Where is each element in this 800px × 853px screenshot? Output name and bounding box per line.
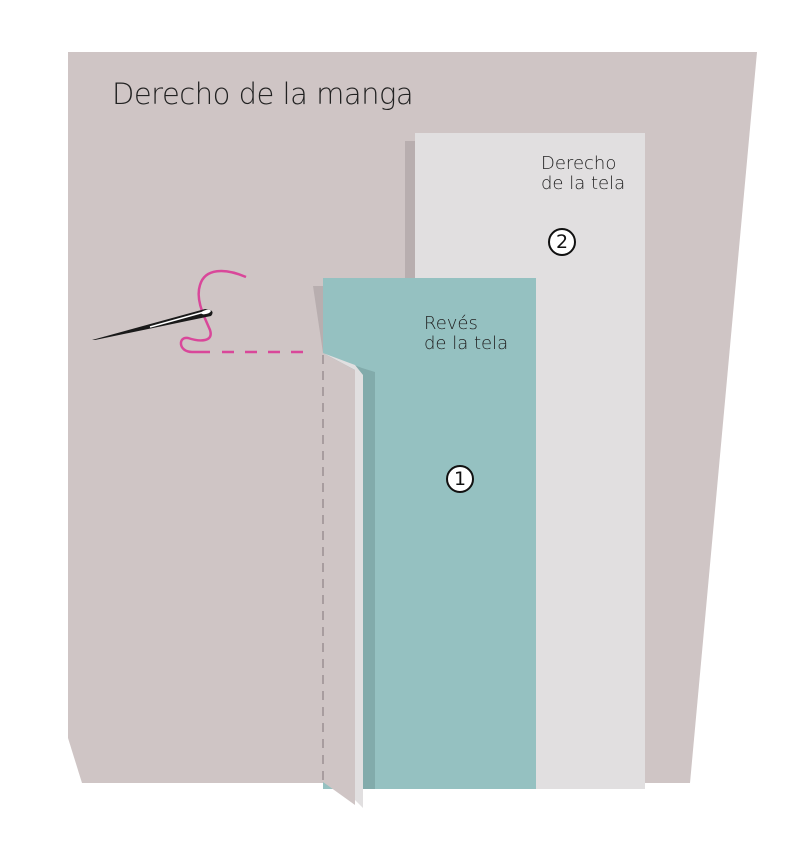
piece-2-label-line2: de la tela	[541, 173, 626, 195]
folded-flap-sleeve	[323, 353, 355, 805]
piece-1-label-line1: Revés	[424, 313, 478, 334]
piece-1-number-badge: 1	[446, 465, 474, 493]
diagram-title: Derecho de la manga	[112, 77, 414, 111]
needle-icon	[92, 309, 213, 340]
piece-1-label-line2: de la tela	[424, 333, 509, 355]
piece-2-number-badge: 2	[548, 228, 576, 256]
thread	[179, 269, 247, 354]
piece-2-label: Derecho de la tela	[541, 153, 626, 195]
piece-1-label: Revés de la tela	[424, 313, 509, 355]
fold-shadow	[313, 286, 323, 353]
piece-2-shadow	[405, 141, 417, 291]
piece-2-label-line1: Derecho	[541, 153, 617, 174]
